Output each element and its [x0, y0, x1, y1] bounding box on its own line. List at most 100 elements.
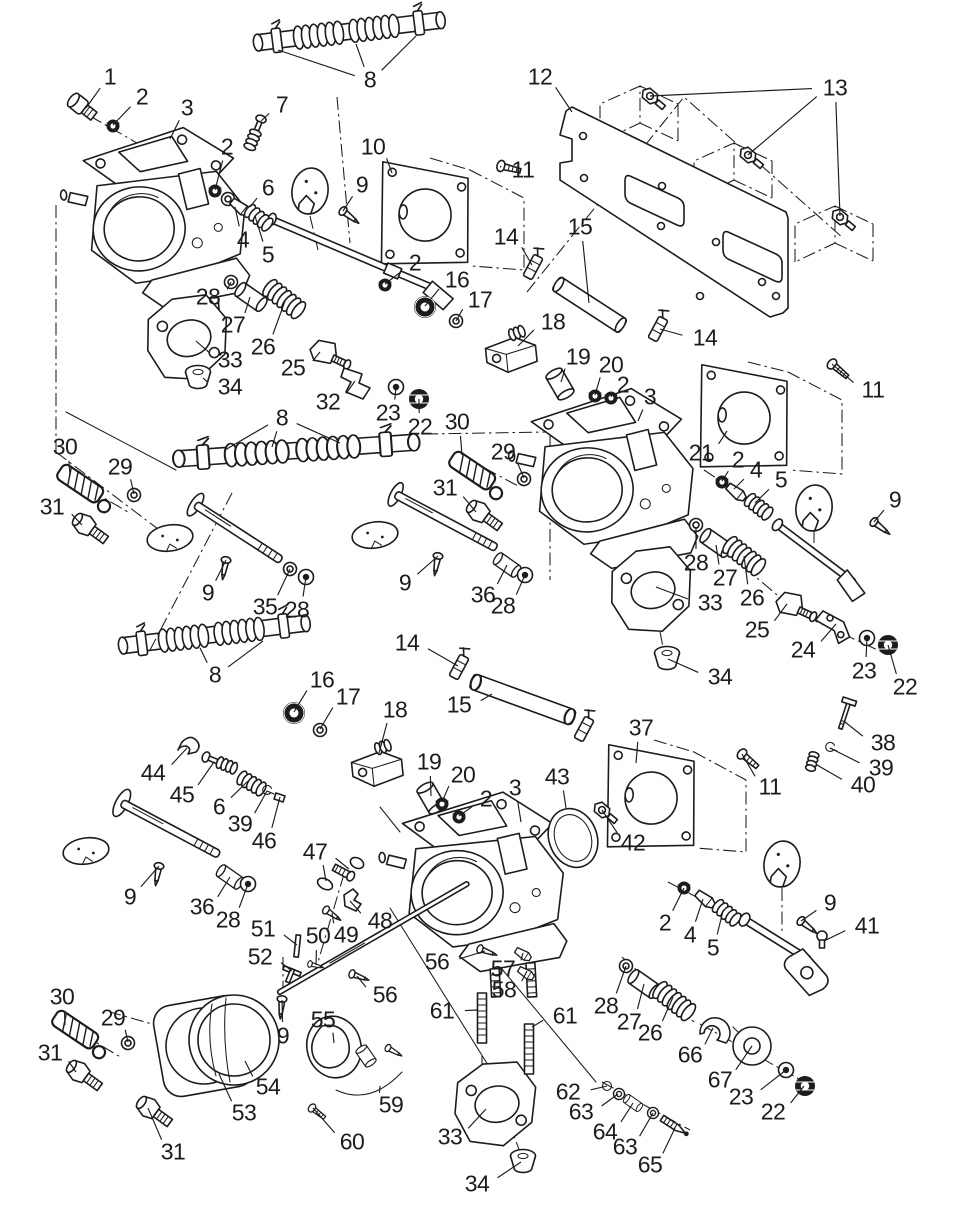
diaphragm-cluster	[152, 856, 405, 1123]
cable-block-18	[348, 736, 405, 790]
throttle-rod-middle	[771, 518, 866, 603]
leader-line-16-50	[293, 690, 308, 713]
leader-line-65-127	[662, 1127, 676, 1154]
screw-9	[867, 515, 894, 539]
callout-8-4: 8	[363, 66, 377, 93]
callout-30-40: 30	[444, 408, 470, 435]
callout-38-76: 38	[870, 729, 896, 756]
spring-5	[709, 896, 744, 929]
leader-line-25-30	[312, 351, 321, 362]
leader-line-39-77	[829, 747, 860, 764]
leader-line-9-94	[281, 999, 284, 1023]
callout-22-33: 22	[407, 413, 433, 440]
callout-44-55: 44	[140, 759, 166, 786]
leader-line-21-28	[718, 430, 728, 445]
o-ring-62	[601, 1080, 613, 1092]
leader-line-61-97	[531, 1019, 544, 1028]
leader-line-19-23	[560, 368, 566, 383]
leader-line-17-21	[455, 308, 464, 322]
callout-58-115: 58	[491, 976, 517, 1003]
stud-61	[476, 992, 488, 1044]
fuel-line-lower	[115, 602, 313, 659]
spring-5	[741, 490, 776, 523]
leader-line-22-73	[887, 644, 897, 675]
callout-8-36: 8	[275, 404, 289, 431]
screw-9	[336, 204, 363, 228]
callout-33-74: 33	[697, 589, 723, 616]
nut-16	[282, 701, 306, 725]
leader-line-23-72	[865, 637, 868, 658]
callout-7-3: 7	[275, 91, 289, 118]
callout-17-51: 17	[335, 683, 361, 710]
leader-line-35-45	[277, 568, 291, 596]
leader-line-10-10	[386, 158, 393, 174]
callout-34-75: 34	[707, 663, 733, 690]
leader-line-17-51	[319, 707, 334, 730]
leader-line-31-100	[68, 1060, 77, 1073]
leader-line-9-66	[873, 509, 885, 523]
callout-14-27: 14	[692, 324, 718, 351]
leader-line-3-61	[517, 801, 522, 823]
callout-41-113: 41	[854, 912, 880, 939]
leader-line-2-1	[112, 106, 131, 126]
callout-26-18: 26	[250, 333, 276, 360]
leader-line-19-53	[429, 775, 432, 797]
callout-21-28: 21	[688, 439, 714, 466]
nut-20	[587, 388, 603, 404]
callout-45-56: 45	[169, 781, 195, 808]
leader-line-66-119	[704, 1027, 714, 1045]
roller-19	[543, 365, 577, 403]
leader-line-6-80	[230, 780, 249, 799]
callout-36-84: 36	[189, 893, 215, 920]
callout-30-98: 30	[49, 983, 75, 1010]
brace-59	[335, 1071, 403, 1096]
nut-16	[413, 295, 437, 319]
leader-line-18-22	[517, 329, 535, 347]
zone-boundary-lines	[65, 411, 597, 1098]
leader-line-31-39	[71, 513, 83, 526]
leader-line-11-11	[499, 165, 502, 168]
leader-line-8-36	[296, 423, 341, 444]
leader-line-55-95	[332, 1032, 335, 1044]
leader-line-52-91	[280, 962, 293, 972]
leader-line-32-31	[345, 380, 356, 394]
screw-11	[734, 746, 762, 772]
screw-47	[331, 863, 356, 882]
leader-line-20-24	[594, 377, 601, 396]
leader-line-2-63	[721, 470, 729, 482]
callout-62-123: 62	[555, 1078, 581, 1105]
throttle-rod-top	[266, 212, 454, 311]
throttle-rod-bottom	[738, 912, 829, 997]
callout-40-78: 40	[850, 771, 876, 798]
callout-17-21: 17	[467, 286, 493, 313]
callout-10-10: 10	[360, 133, 386, 160]
leader-line-45-56	[197, 761, 215, 786]
leader-line-13-6	[747, 96, 818, 156]
leader-line-57-114	[520, 952, 524, 961]
stud-61	[523, 1023, 535, 1075]
leader-line-53-102	[218, 1073, 233, 1102]
callout-37-59: 37	[628, 714, 654, 741]
leader-line-8-4	[355, 43, 365, 68]
o-ring-43	[547, 807, 599, 869]
pin-51	[293, 934, 302, 959]
nut-2	[603, 390, 619, 406]
leader-line-29-41	[516, 462, 525, 479]
callout-28-85: 28	[215, 906, 241, 933]
leader-line-20-54	[441, 785, 450, 803]
spring-6	[234, 768, 269, 799]
leader-line-38-76	[844, 721, 864, 737]
pad-47	[349, 856, 365, 870]
leader-line-26-118	[661, 996, 674, 1022]
leader-line-2-25	[610, 394, 613, 398]
leader-line-37-59	[635, 741, 639, 764]
callout-15-58: 15	[446, 691, 472, 718]
leader-line-54-101	[244, 1060, 254, 1077]
callout-32-31: 32	[315, 388, 341, 415]
fuel-line-middle	[170, 420, 422, 473]
callout-33-106: 33	[437, 1123, 463, 1150]
cable-parts-lower	[177, 643, 600, 817]
leader-line-9-44	[215, 559, 227, 581]
leader-line-4-110	[694, 898, 704, 923]
pad-47	[316, 877, 334, 891]
